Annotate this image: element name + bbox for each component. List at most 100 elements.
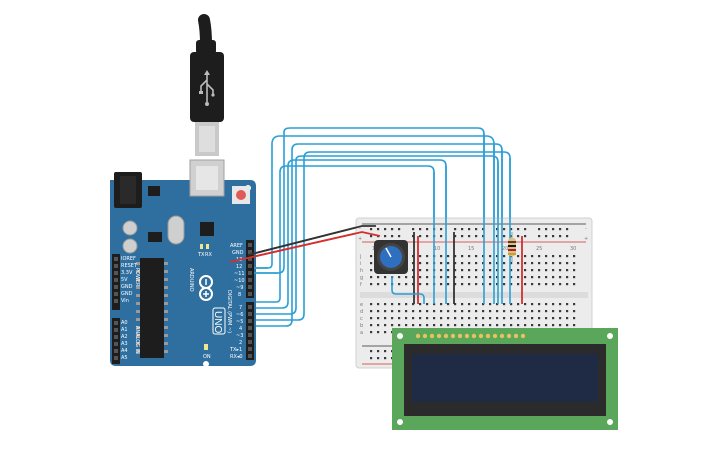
terminal-hole[interactable] (566, 276, 569, 279)
terminal-hole[interactable] (461, 269, 464, 272)
terminal-hole[interactable] (440, 276, 443, 279)
rail-hole[interactable] (496, 235, 499, 238)
terminal-hole[interactable] (426, 276, 429, 279)
terminal-hole[interactable] (461, 255, 464, 258)
terminal-hole[interactable] (566, 303, 569, 306)
terminal-hole[interactable] (384, 276, 387, 279)
terminal-hole[interactable] (447, 255, 450, 258)
lcd-pin[interactable] (457, 333, 463, 339)
terminal-hole[interactable] (573, 310, 576, 313)
terminal-hole[interactable] (538, 269, 541, 272)
terminal-hole[interactable] (503, 262, 506, 265)
lcd-16x2-display[interactable] (392, 328, 618, 430)
terminal-hole[interactable] (419, 310, 422, 313)
terminal-hole[interactable] (468, 303, 471, 306)
terminal-hole[interactable] (405, 317, 408, 320)
lcd-pin[interactable] (471, 333, 477, 339)
terminal-hole[interactable] (566, 269, 569, 272)
terminal-hole[interactable] (454, 303, 457, 306)
terminal-hole[interactable] (503, 310, 506, 313)
terminal-hole[interactable] (482, 317, 485, 320)
terminal-hole[interactable] (447, 310, 450, 313)
rail-hole[interactable] (552, 235, 555, 238)
terminal-hole[interactable] (475, 310, 478, 313)
terminal-hole[interactable] (559, 303, 562, 306)
rail-hole[interactable] (552, 228, 555, 231)
terminal-hole[interactable] (370, 324, 373, 327)
rail-hole[interactable] (538, 228, 541, 231)
terminal-hole[interactable] (510, 310, 513, 313)
terminal-hole[interactable] (433, 303, 436, 306)
terminal-hole[interactable] (482, 310, 485, 313)
terminal-hole[interactable] (412, 303, 415, 306)
terminal-hole[interactable] (510, 283, 513, 286)
terminal-hole[interactable] (377, 283, 380, 286)
terminal-hole[interactable] (384, 324, 387, 327)
lcd-pin[interactable] (506, 333, 512, 339)
terminal-hole[interactable] (496, 324, 499, 327)
rail-hole[interactable] (475, 235, 478, 238)
power-header[interactable] (112, 254, 120, 310)
terminal-hole[interactable] (559, 276, 562, 279)
terminal-hole[interactable] (524, 317, 527, 320)
terminal-hole[interactable] (468, 283, 471, 286)
terminal-hole[interactable] (468, 276, 471, 279)
terminal-hole[interactable] (517, 303, 520, 306)
rail-hole[interactable] (475, 228, 478, 231)
terminal-hole[interactable] (454, 262, 457, 265)
rail-hole[interactable] (482, 235, 485, 238)
terminal-hole[interactable] (559, 269, 562, 272)
terminal-hole[interactable] (482, 276, 485, 279)
terminal-hole[interactable] (503, 276, 506, 279)
terminal-hole[interactable] (573, 303, 576, 306)
terminal-hole[interactable] (398, 303, 401, 306)
rail-hole[interactable] (419, 228, 422, 231)
terminal-hole[interactable] (559, 262, 562, 265)
terminal-hole[interactable] (377, 324, 380, 327)
terminal-hole[interactable] (384, 331, 387, 334)
terminal-hole[interactable] (370, 303, 373, 306)
terminal-hole[interactable] (426, 283, 429, 286)
terminal-hole[interactable] (391, 310, 394, 313)
terminal-hole[interactable] (482, 262, 485, 265)
rail-hole[interactable] (419, 235, 422, 238)
lcd-pin[interactable] (436, 333, 442, 339)
rail-hole[interactable] (384, 350, 387, 353)
terminal-hole[interactable] (496, 262, 499, 265)
rail-hole[interactable] (398, 235, 401, 238)
rail-hole[interactable] (461, 235, 464, 238)
terminal-hole[interactable] (447, 303, 450, 306)
lcd-pin[interactable] (415, 333, 421, 339)
terminal-hole[interactable] (566, 255, 569, 258)
terminal-hole[interactable] (440, 255, 443, 258)
potentiometer[interactable] (374, 240, 408, 274)
terminal-hole[interactable] (461, 324, 464, 327)
terminal-hole[interactable] (531, 269, 534, 272)
rail-hole[interactable] (440, 235, 443, 238)
terminal-hole[interactable] (503, 303, 506, 306)
terminal-hole[interactable] (468, 310, 471, 313)
terminal-hole[interactable] (559, 324, 562, 327)
rail-hole[interactable] (559, 235, 562, 238)
terminal-hole[interactable] (447, 262, 450, 265)
rail-hole[interactable] (517, 228, 520, 231)
terminal-hole[interactable] (517, 283, 520, 286)
terminal-hole[interactable] (566, 317, 569, 320)
terminal-hole[interactable] (531, 324, 534, 327)
terminal-hole[interactable] (552, 269, 555, 272)
terminal-hole[interactable] (419, 283, 422, 286)
terminal-hole[interactable] (503, 269, 506, 272)
terminal-hole[interactable] (426, 269, 429, 272)
terminal-hole[interactable] (517, 269, 520, 272)
terminal-hole[interactable] (552, 283, 555, 286)
terminal-hole[interactable] (461, 317, 464, 320)
rail-hole[interactable] (440, 228, 443, 231)
terminal-hole[interactable] (475, 317, 478, 320)
terminal-hole[interactable] (370, 255, 373, 258)
terminal-hole[interactable] (454, 283, 457, 286)
terminal-hole[interactable] (405, 310, 408, 313)
terminal-hole[interactable] (538, 276, 541, 279)
rail-hole[interactable] (377, 357, 380, 360)
terminal-hole[interactable] (370, 317, 373, 320)
